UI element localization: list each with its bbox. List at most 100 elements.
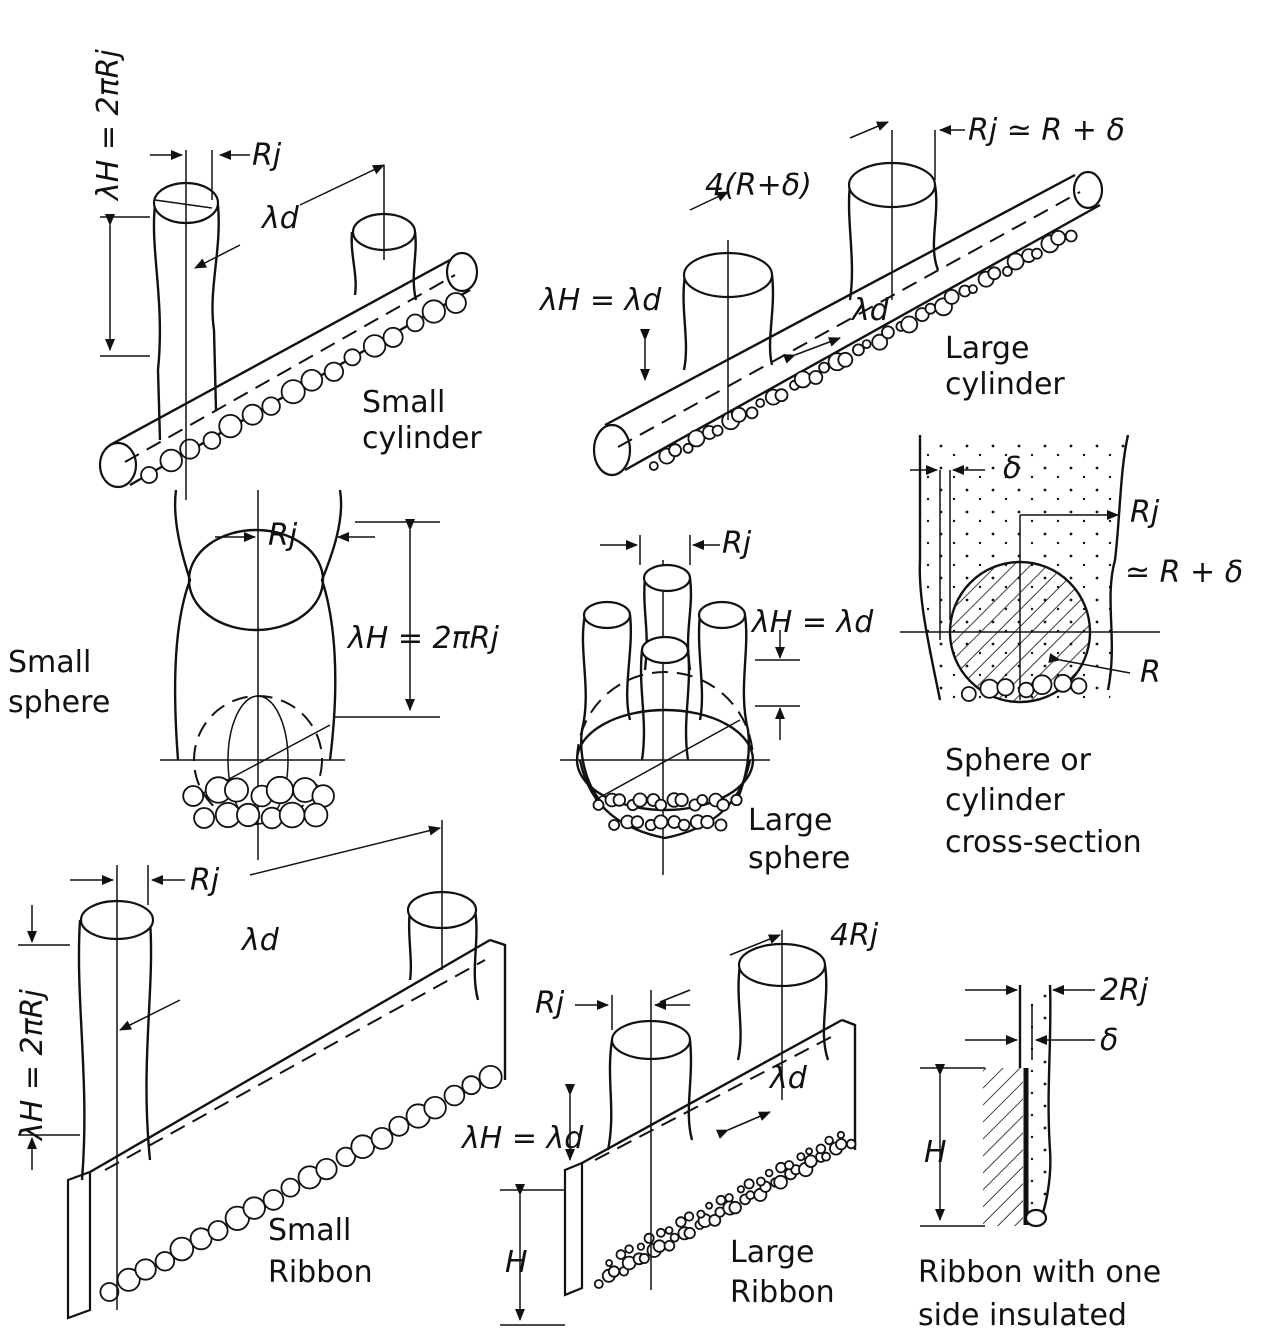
vapor-bubble [846,1138,857,1150]
vapor-bubble [764,1168,774,1178]
small-sphere-caption-line2: sphere [8,685,110,720]
vapor-bubble [783,1160,795,1171]
small-cylinder-lambda-d-label: λd [260,201,300,236]
vapor-bubble [1006,252,1025,271]
cross-section-caption-line2: cylinder [945,783,1065,818]
large-cylinder-panel: Rj ≃ R + δ 4(R+δ) λH = λd λd Large cylin… [538,113,1125,477]
vapor-bubble [315,1158,338,1181]
vapor-bubble [421,299,446,324]
vapor-bubble [343,348,362,367]
small-cylinder-jet-right [350,165,418,301]
insulated-ribbon-caption-line2: side insulated [918,1298,1127,1333]
vapor-bubble [824,1135,834,1146]
vapor-bubble [478,1065,503,1090]
large-cylinder-caption-line1: Large [945,331,1029,366]
insulated-ribbon-delta-label: δ [1100,1023,1118,1058]
vapor-bubble [677,818,691,832]
large-sphere-bubbles [592,792,743,832]
vapor-bubble [881,325,895,340]
vapor-bubble [1002,265,1013,277]
vapor-bubble [728,1200,742,1215]
cross-section-bubbles [960,673,1088,702]
cross-section-r-label: R [1140,655,1161,690]
vapor-bubble [664,1226,674,1235]
large-ribbon-caption-line1: Large [730,1235,814,1270]
large-ribbon-caption-line2: Ribbon [730,1275,835,1310]
large-cylinder-heater [592,170,1104,477]
vapor-bubble [745,406,759,420]
vapor-bubble [979,678,1000,699]
vapor-bubble [731,406,747,423]
vapor-bubble [821,1151,831,1162]
vapor-bubble [636,1242,646,1251]
vapor-bubble [837,351,854,368]
vapor-bubble [1031,674,1053,695]
vapor-bubble [714,818,728,832]
vapor-bubble [605,1259,613,1267]
small-cylinder-panel: λH = 2πRj Rj λd Small cylinder [91,48,482,500]
small-sphere-panel: Rj λH = 2πRj Small sphere [8,489,500,860]
vapor-bubble [835,1138,848,1151]
vapor-bubble [202,431,222,450]
vapor-bubble [715,1194,727,1206]
small-sphere-rj-label: Rj [268,518,298,553]
large-cylinder-jet-left [682,240,775,420]
vapor-bubble [179,438,201,460]
small-cylinder-bubbles [140,292,467,484]
vapor-bubble [1053,673,1073,693]
vapor-bubble [278,801,306,829]
vapor-bubble [207,1220,229,1242]
vapor-bubble [461,1075,482,1096]
large-ribbon-heater [563,1018,857,1297]
vapor-bubble [236,802,261,828]
insulated-ribbon-h-label: H [924,1135,947,1170]
vapor-bubble [362,334,387,358]
vapor-bubble [663,1240,676,1252]
vapor-bubble [1064,229,1078,243]
vapor-bubble [669,1232,680,1243]
vapor-bubble [624,1244,634,1254]
vapor-bubble [900,315,919,334]
cross-section-approx-label: ≃ R + δ [1125,555,1243,590]
vapor-bubble [612,793,627,807]
small-ribbon-caption-line1: Small [268,1213,351,1248]
vapor-bubble [730,793,743,807]
vapor-bubble [300,368,324,392]
vapor-bubble [924,302,937,315]
vapor-bubble [323,361,344,382]
insulated-ribbon-2rj-label: 2Rj [1100,973,1149,1008]
vapor-bubble [350,1134,376,1159]
vapor-bubble [736,1185,746,1194]
vapor-bubble [593,1279,604,1289]
vapor-bubble [796,1152,806,1162]
vapor-bubble [682,442,694,454]
vapor-bubble [653,814,669,830]
large-ribbon-bubbles [593,1130,857,1289]
vapor-bubble [805,1147,813,1156]
vapor-bubble [716,798,730,812]
small-ribbon-lambda-h-label: λH = 2πRj [15,988,50,1142]
vapor-bubble [265,775,294,805]
vapor-bubble [615,1249,627,1260]
vapor-bubble [674,792,689,808]
large-sphere-caption-line1: Large [748,803,832,838]
small-ribbon-panel: Rj λd λH = 2πRj Small Ribbon [15,820,507,1320]
vapor-bubble [815,1143,827,1155]
small-cylinder-caption-line2: cylinder [362,421,482,456]
vapor-bubble [745,1190,756,1201]
vapor-bubble [683,1211,695,1222]
vapor-bubble [262,1189,285,1211]
vapor-bubble [675,1216,687,1228]
vapor-bubble [743,1178,755,1190]
large-ribbon-rj-label: Rj [535,986,565,1021]
vapor-bubble [632,792,648,808]
large-ribbon-lambda-h-label: λH = λd [460,1121,584,1156]
small-cylinder-rj-label: Rj [252,138,282,173]
vapor-bubble [804,1154,818,1168]
small-ribbon-lambda-d-label: λd [240,923,280,958]
vapor-bubble [652,1239,667,1253]
vapor-bubble [261,396,281,416]
large-ribbon-jet-left [606,990,694,1290]
insulated-ribbon-caption-line1: Ribbon with one [918,1255,1161,1290]
vapor-bubble [943,288,960,305]
